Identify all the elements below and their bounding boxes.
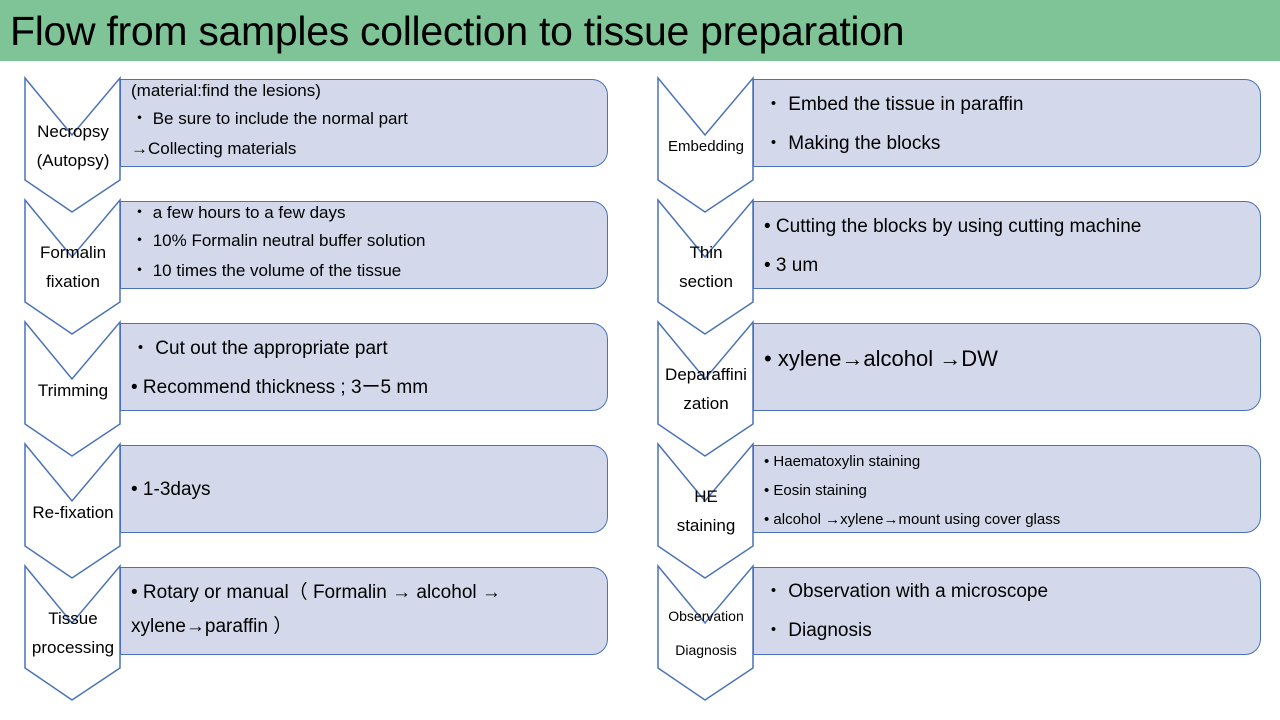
detail-line: • Recommend thickness ; 3ー5 mm — [131, 377, 429, 398]
chevron-arrow-icon — [657, 441, 754, 579]
chevron-arrow-icon — [24, 441, 121, 579]
step-details-box: ・ Observation with a microscope ・ Diagno… — [753, 567, 1261, 655]
step-re-fixation: • 1-3days Re-fixation — [24, 441, 625, 579]
detail-line: • 1-3days — [131, 479, 211, 500]
step-observation-diagnosis: ・ Observation with a microscope ・ Diagno… — [657, 563, 1261, 701]
chevron-arrow-icon — [657, 563, 754, 701]
detail-line: ・ 10 times the volume of the tissue — [131, 261, 402, 280]
chevron-arrow-icon — [24, 197, 121, 335]
detail-line: ・ Cut out the appropriate part — [131, 338, 388, 359]
step-details-box: ・ a few hours to a few days ・ 10% Formal… — [120, 201, 608, 289]
step-details-box: • xylene→alcohol →DW — [753, 323, 1261, 411]
step-details-box: ・ Embed the tissue in paraffin ・ Making … — [753, 79, 1261, 167]
step-details-box: (material:find the lesions) ・ Be sure to… — [120, 79, 608, 167]
detail-line: ・ Embed the tissue in paraffin — [764, 94, 1024, 115]
step-necropsy: (material:find the lesions) ・ Be sure to… — [24, 75, 625, 213]
detail-line: ・ Observation with a microscope — [764, 581, 1049, 602]
step-thin-section: • Cutting the blocks by using cutting ma… — [657, 197, 1261, 335]
detail-line: ・ Be sure to include the normal part — [131, 109, 408, 128]
detail-line: • xylene→alcohol →DW — [764, 346, 998, 371]
detail-line: →Collecting materials — [131, 139, 297, 158]
detail-line: • Haematoxylin staining — [764, 453, 921, 470]
step-details-box: ・ Cut out the appropriate part • Recomme… — [120, 323, 608, 411]
step-details-box: • Cutting the blocks by using cutting ma… — [753, 201, 1261, 289]
chevron-arrow-icon — [24, 75, 121, 213]
title-bar: Flow from samples collection to tissue p… — [0, 0, 1280, 61]
step-label: Deparaffini zation — [665, 365, 747, 413]
detail-line: • 3 um — [764, 255, 819, 276]
step-label: Trimming — [37, 381, 109, 400]
step-label: Embedding — [668, 138, 744, 155]
step-embedding: ・ Embed the tissue in paraffin ・ Making … — [657, 75, 1261, 213]
detail-line: • Cutting the blocks by using cutting ma… — [764, 216, 1142, 237]
step-label: Formalin fixation — [39, 243, 107, 291]
step-trimming: ・ Cut out the appropriate part • Recomme… — [24, 319, 625, 457]
step-label: Re-fixation — [32, 503, 114, 522]
detail-line: ・ Diagnosis — [764, 620, 872, 641]
step-label: Observation Diagnosis — [668, 608, 744, 658]
detail-line: • Rotary or manual（ Formalin → alcohol → — [131, 582, 501, 603]
step-label: Tissue processing — [31, 609, 115, 657]
chevron-arrow-icon — [657, 75, 754, 213]
step-deparaffinization: • xylene→alcohol →DW Deparaffini zation — [657, 319, 1261, 457]
step-tissue-processing: • Rotary or manual（ Formalin → alcohol →… — [24, 563, 625, 701]
detail-line: • Eosin staining — [764, 482, 867, 499]
chevron-arrow-icon — [657, 319, 754, 457]
step-details-box: • Rotary or manual（ Formalin → alcohol →… — [120, 567, 608, 655]
chevron-arrow-icon — [24, 319, 121, 457]
step-details-box: • Haematoxylin staining • Eosin staining… — [753, 445, 1261, 533]
step-label: HE staining — [676, 487, 736, 535]
detail-line: (material:find the lesions) — [131, 81, 321, 100]
step-label: Thin section — [679, 243, 733, 291]
chevron-arrow-icon — [24, 563, 121, 701]
detail-line: ・ 10% Formalin neutral buffer solution — [131, 231, 426, 250]
detail-line: • alcohol →xylene→mount using cover glas… — [764, 511, 1061, 528]
detail-line: ・ Making the blocks — [764, 133, 941, 154]
step-details-box: • 1-3days — [120, 445, 608, 533]
step-formalin-fixation: ・ a few hours to a few days ・ 10% Formal… — [24, 197, 625, 335]
slide-title: Flow from samples collection to tissue p… — [10, 8, 905, 54]
step-he-staining: • Haematoxylin staining • Eosin staining… — [657, 441, 1261, 579]
step-label: Necropsy (Autopsy) — [36, 122, 110, 170]
detail-line: xylene→paraffin ） — [131, 616, 293, 637]
chevron-arrow-icon — [657, 197, 754, 335]
detail-line: ・ a few hours to a few days — [131, 203, 346, 222]
